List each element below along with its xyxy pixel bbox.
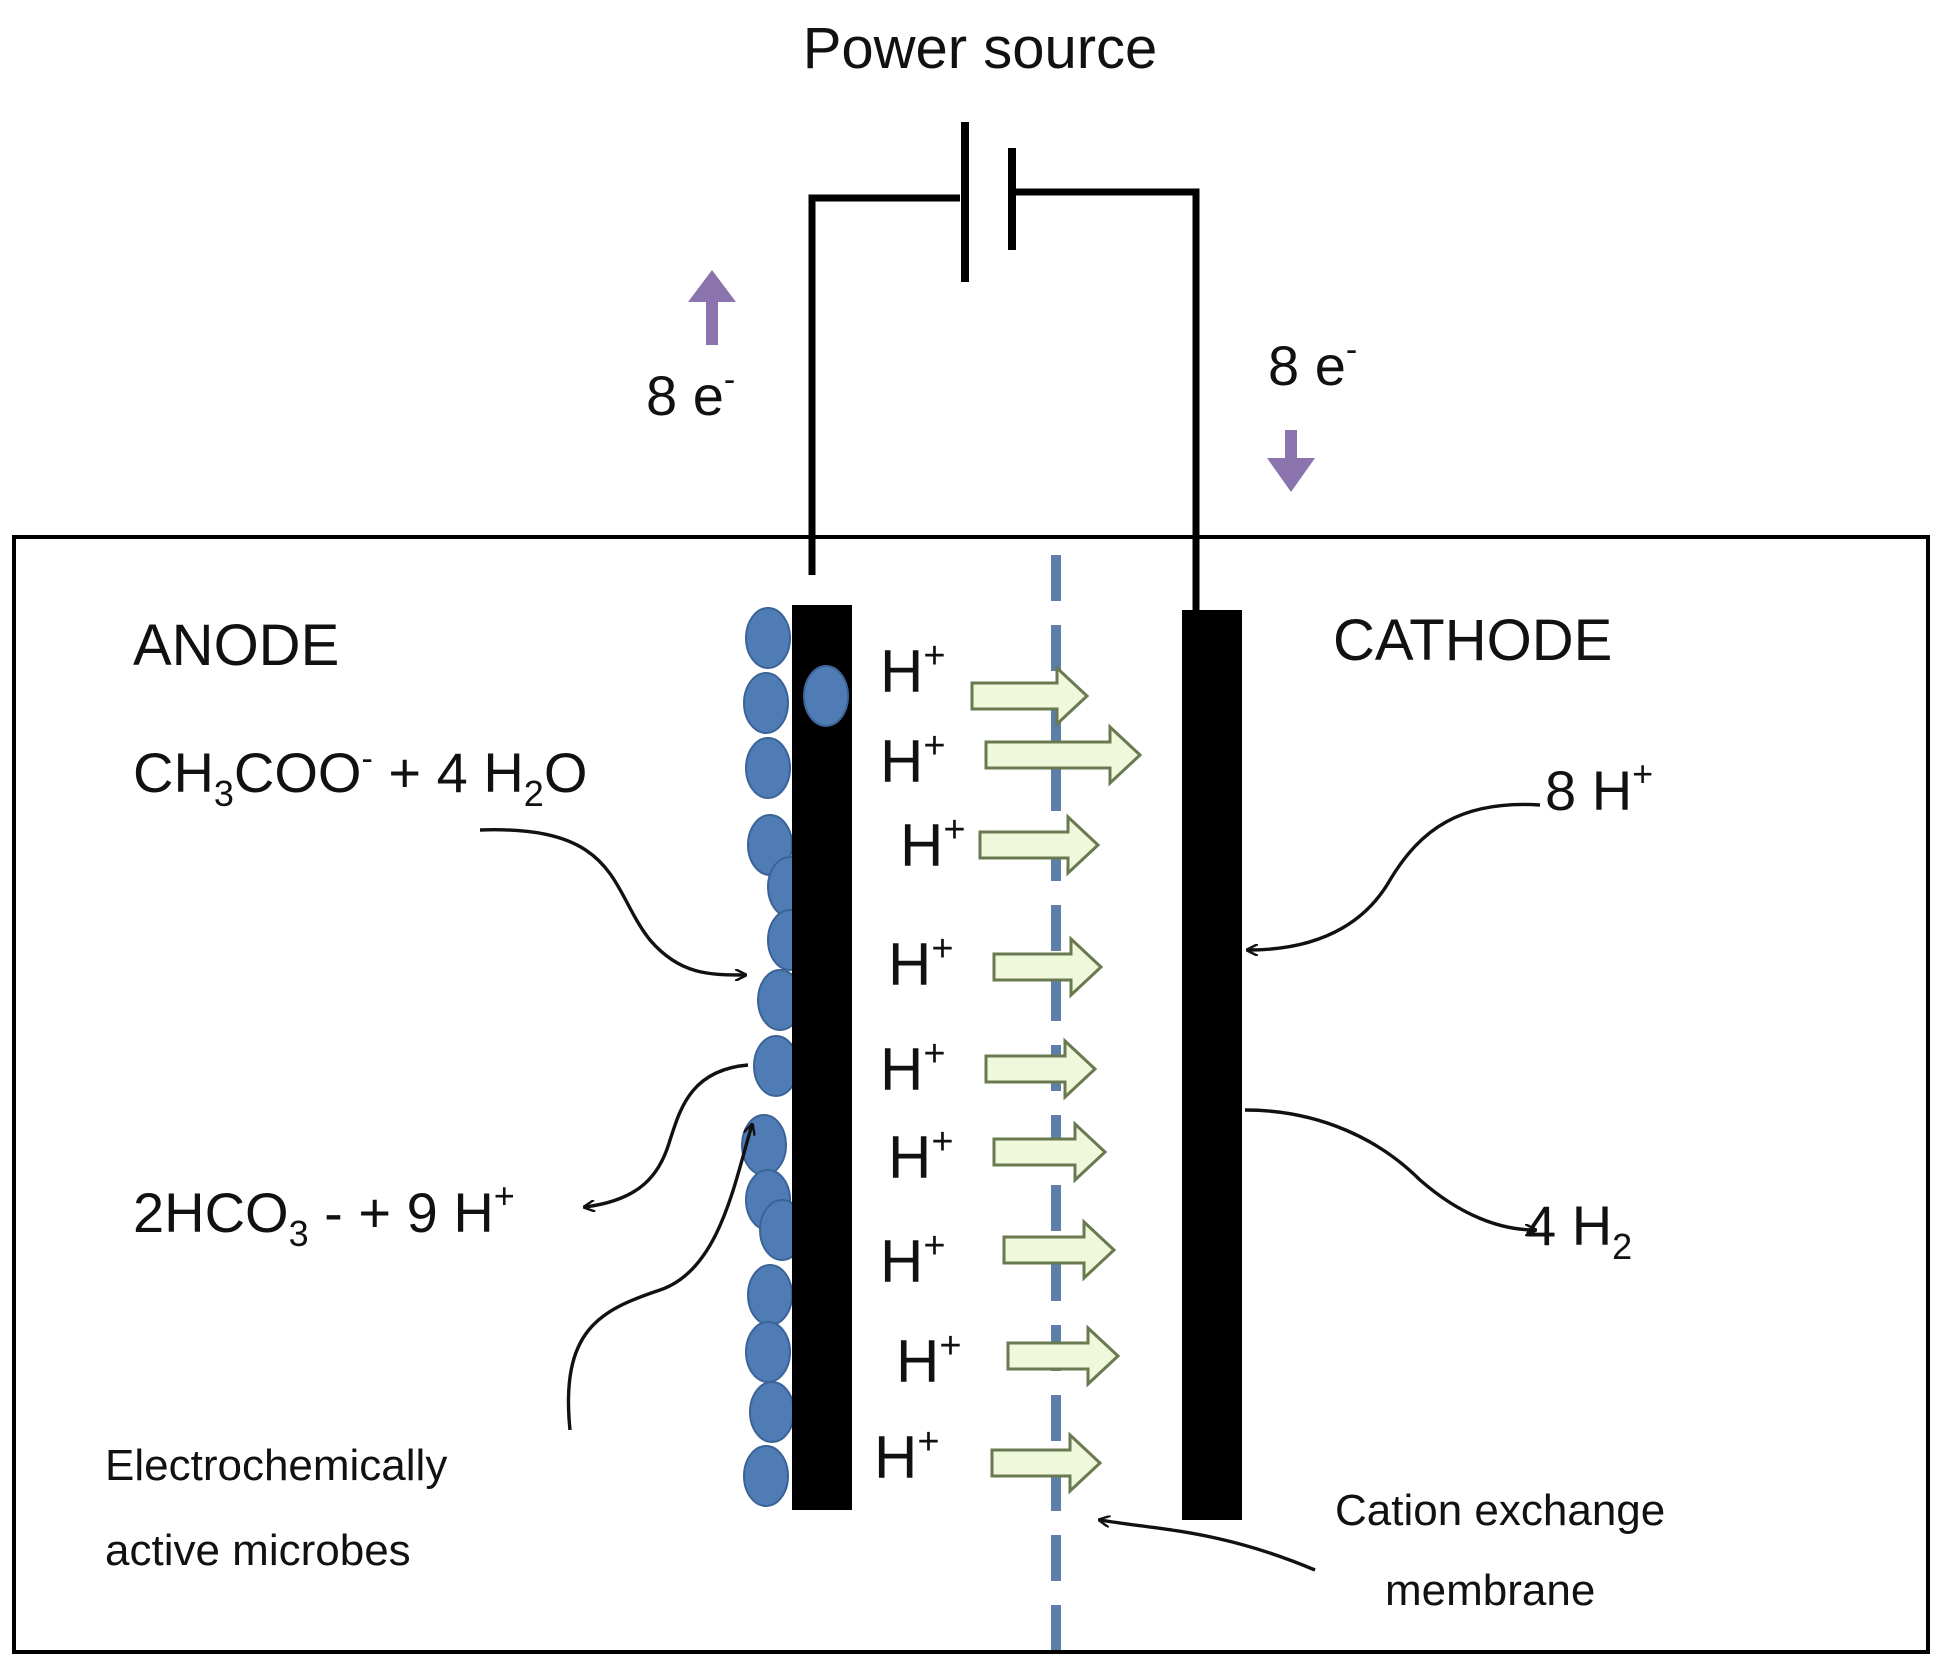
proton-arrow-4 — [992, 935, 1104, 999]
arrow-anode-to-product — [585, 1063, 749, 1207]
svg-text:H+: H+ — [896, 1325, 962, 1395]
circuit-wire — [808, 194, 960, 575]
cathode-product: 4 H2 — [1525, 1194, 1632, 1267]
proton-arrow-5 — [984, 1037, 1098, 1101]
svg-text:H+: H+ — [880, 725, 946, 795]
proton-arrow-3 — [978, 813, 1101, 877]
cathode-reactant: 8 H+ — [1545, 753, 1653, 822]
svg-text:H+: H+ — [880, 1033, 946, 1103]
anode-product: 2HCO3 - + 9 H+ — [133, 1175, 515, 1254]
arrow-microbes-label — [566, 1125, 752, 1431]
electron-arrow-down — [1267, 430, 1315, 492]
anode-label: ANODE — [133, 613, 339, 678]
electron-arrow-up — [688, 270, 736, 345]
cathode-electrode — [1182, 610, 1242, 1520]
svg-text:H+: H+ — [888, 928, 954, 998]
proton-labels: H+ H+ H+ H+ H+ H+ H+ H+ H+ — [874, 635, 966, 1491]
reactor-box — [12, 535, 1930, 1654]
proton-arrow-2 — [984, 723, 1143, 787]
anode-reactant: CH3COO- + 4 H2O — [133, 740, 587, 814]
proton-arrow-6 — [992, 1120, 1108, 1184]
proton-arrow-1 — [970, 664, 1090, 728]
arrow-membrane-label — [1100, 1520, 1316, 1572]
svg-text:H+: H+ — [880, 1225, 946, 1295]
membrane-label: Cation exchange membrane — [1335, 1486, 1677, 1615]
microbe-front — [803, 665, 849, 727]
svg-text:H+: H+ — [874, 1421, 940, 1491]
proton-arrow-8 — [1006, 1324, 1121, 1388]
svg-text:H+: H+ — [900, 809, 966, 879]
svg-text:H+: H+ — [880, 635, 946, 705]
proton-arrow-7 — [1002, 1218, 1117, 1282]
anode-electrode — [792, 605, 852, 1510]
microbes-label: Electrochemically active microbes — [105, 1441, 460, 1575]
circuit-wire-right — [1016, 188, 1200, 610]
cathode-label: CATHODE — [1333, 608, 1612, 673]
power-source-label: Power source — [803, 16, 1158, 81]
proton-arrow-9 — [990, 1431, 1103, 1495]
electron-label-right: 8 e- — [1268, 331, 1357, 397]
electron-label-left: 8 e- — [646, 361, 735, 427]
arrow-cathode-to-h2 — [1244, 1108, 1535, 1230]
svg-text:H+: H+ — [888, 1121, 954, 1191]
proton-arrows — [970, 664, 1143, 1495]
arrow-reactant-to-cathode — [1248, 802, 1541, 950]
arrow-reactant-to-anode — [479, 828, 745, 975]
pointer-arrows — [479, 802, 1541, 1572]
